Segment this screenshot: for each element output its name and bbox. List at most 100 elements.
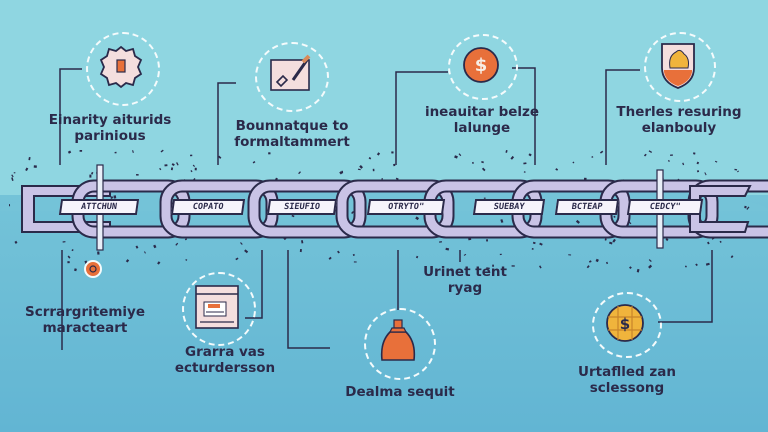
icon-ring [255,42,329,112]
speckle [74,268,77,272]
node-title-line2: ecturdersson [174,360,276,376]
speckle [13,172,16,174]
speckle [704,172,707,176]
speckle [301,240,304,244]
speckle [359,165,363,169]
connector-line [217,82,236,165]
speckle [648,150,653,153]
speckle [393,163,396,167]
dollar-globe-icon: $ [606,304,644,342]
speckle [11,177,14,181]
speckle [734,168,738,171]
speckle [744,205,747,209]
speckle [67,150,72,154]
speckle [555,168,559,171]
node-title-line1: Urtaflled zan [578,364,676,380]
speckle [368,157,372,160]
speckle [481,161,484,164]
speckle [531,247,534,250]
node-title-line1: Grarra vas [185,344,265,360]
chain-end-right [689,185,752,233]
node-title-line1: Einarity aiturids [48,112,172,128]
connector-line [512,67,536,165]
speckle [492,264,494,267]
connector-line [59,68,82,165]
svg-text:$: $ [475,55,488,76]
speckle [171,163,175,166]
speckle [481,167,486,172]
speckle [194,167,197,171]
speckle [486,267,490,270]
middle-label: Urinet tent ryag [410,264,520,296]
connector-line [658,250,713,323]
speckle [505,150,508,153]
chain-link-fill [337,181,453,237]
speckle [352,253,355,256]
speckle [299,248,302,253]
icon-ring [448,34,518,100]
speckle [685,265,687,268]
speckle [511,265,515,267]
icon-ring [644,32,716,102]
speckle [612,238,616,243]
speckle [62,241,66,243]
speckle [97,251,100,255]
speckle [339,171,343,175]
browser-window-icon [195,285,239,329]
speckle [608,241,613,245]
speckle [707,241,710,245]
node-title-line2: maracteart [42,320,128,336]
speckle [11,174,14,178]
speckle [114,151,117,154]
speckle [586,265,590,269]
speckle [159,167,162,171]
chain-link-tag: BCTEAP [554,199,620,215]
chain-link-tag: OTRYTO" [366,199,446,215]
speckle [67,261,70,264]
node-title-line2: parinious [74,128,146,144]
speckle [91,171,94,175]
speckle [539,242,543,246]
speckle [132,150,134,154]
speckle [737,170,740,173]
speckle [415,255,419,259]
speckle [157,261,161,265]
speckle [185,259,188,261]
speckle [605,261,609,265]
speckle [218,155,222,159]
speckle [667,159,670,162]
speckle [510,155,515,160]
speckle [135,174,139,176]
speckle [28,157,31,161]
speckle [190,154,193,157]
speckle [648,264,653,269]
speckle [395,177,399,180]
middle-label-line2: ryag [447,280,483,296]
speckle [144,251,146,254]
speckle [268,152,271,155]
speckle [454,155,458,159]
speckle [71,249,74,252]
node-title-line1: Dealma sequit [345,384,455,400]
speckle [665,238,669,242]
speckle [298,171,302,175]
node-title-line2: formaltammert [234,134,350,150]
shield-icon [661,43,695,89]
icon-ring [592,292,662,358]
speckle [499,253,502,256]
connector-line [287,250,330,349]
speckle [240,242,243,245]
chain-link-fill [249,181,365,237]
node-title-line2: sclessong [589,380,665,396]
speckle [160,149,164,153]
pin-marker-icon [84,260,102,278]
speckle [192,164,196,167]
bottle-icon [380,319,416,361]
speckle [670,154,673,156]
middle-label-line1: Urinet tent [423,264,507,280]
chain-link-tag: CEDCY" [626,199,704,215]
speckle [568,254,572,256]
speckle [695,263,698,267]
speckle [588,260,592,263]
speckle [572,161,575,164]
